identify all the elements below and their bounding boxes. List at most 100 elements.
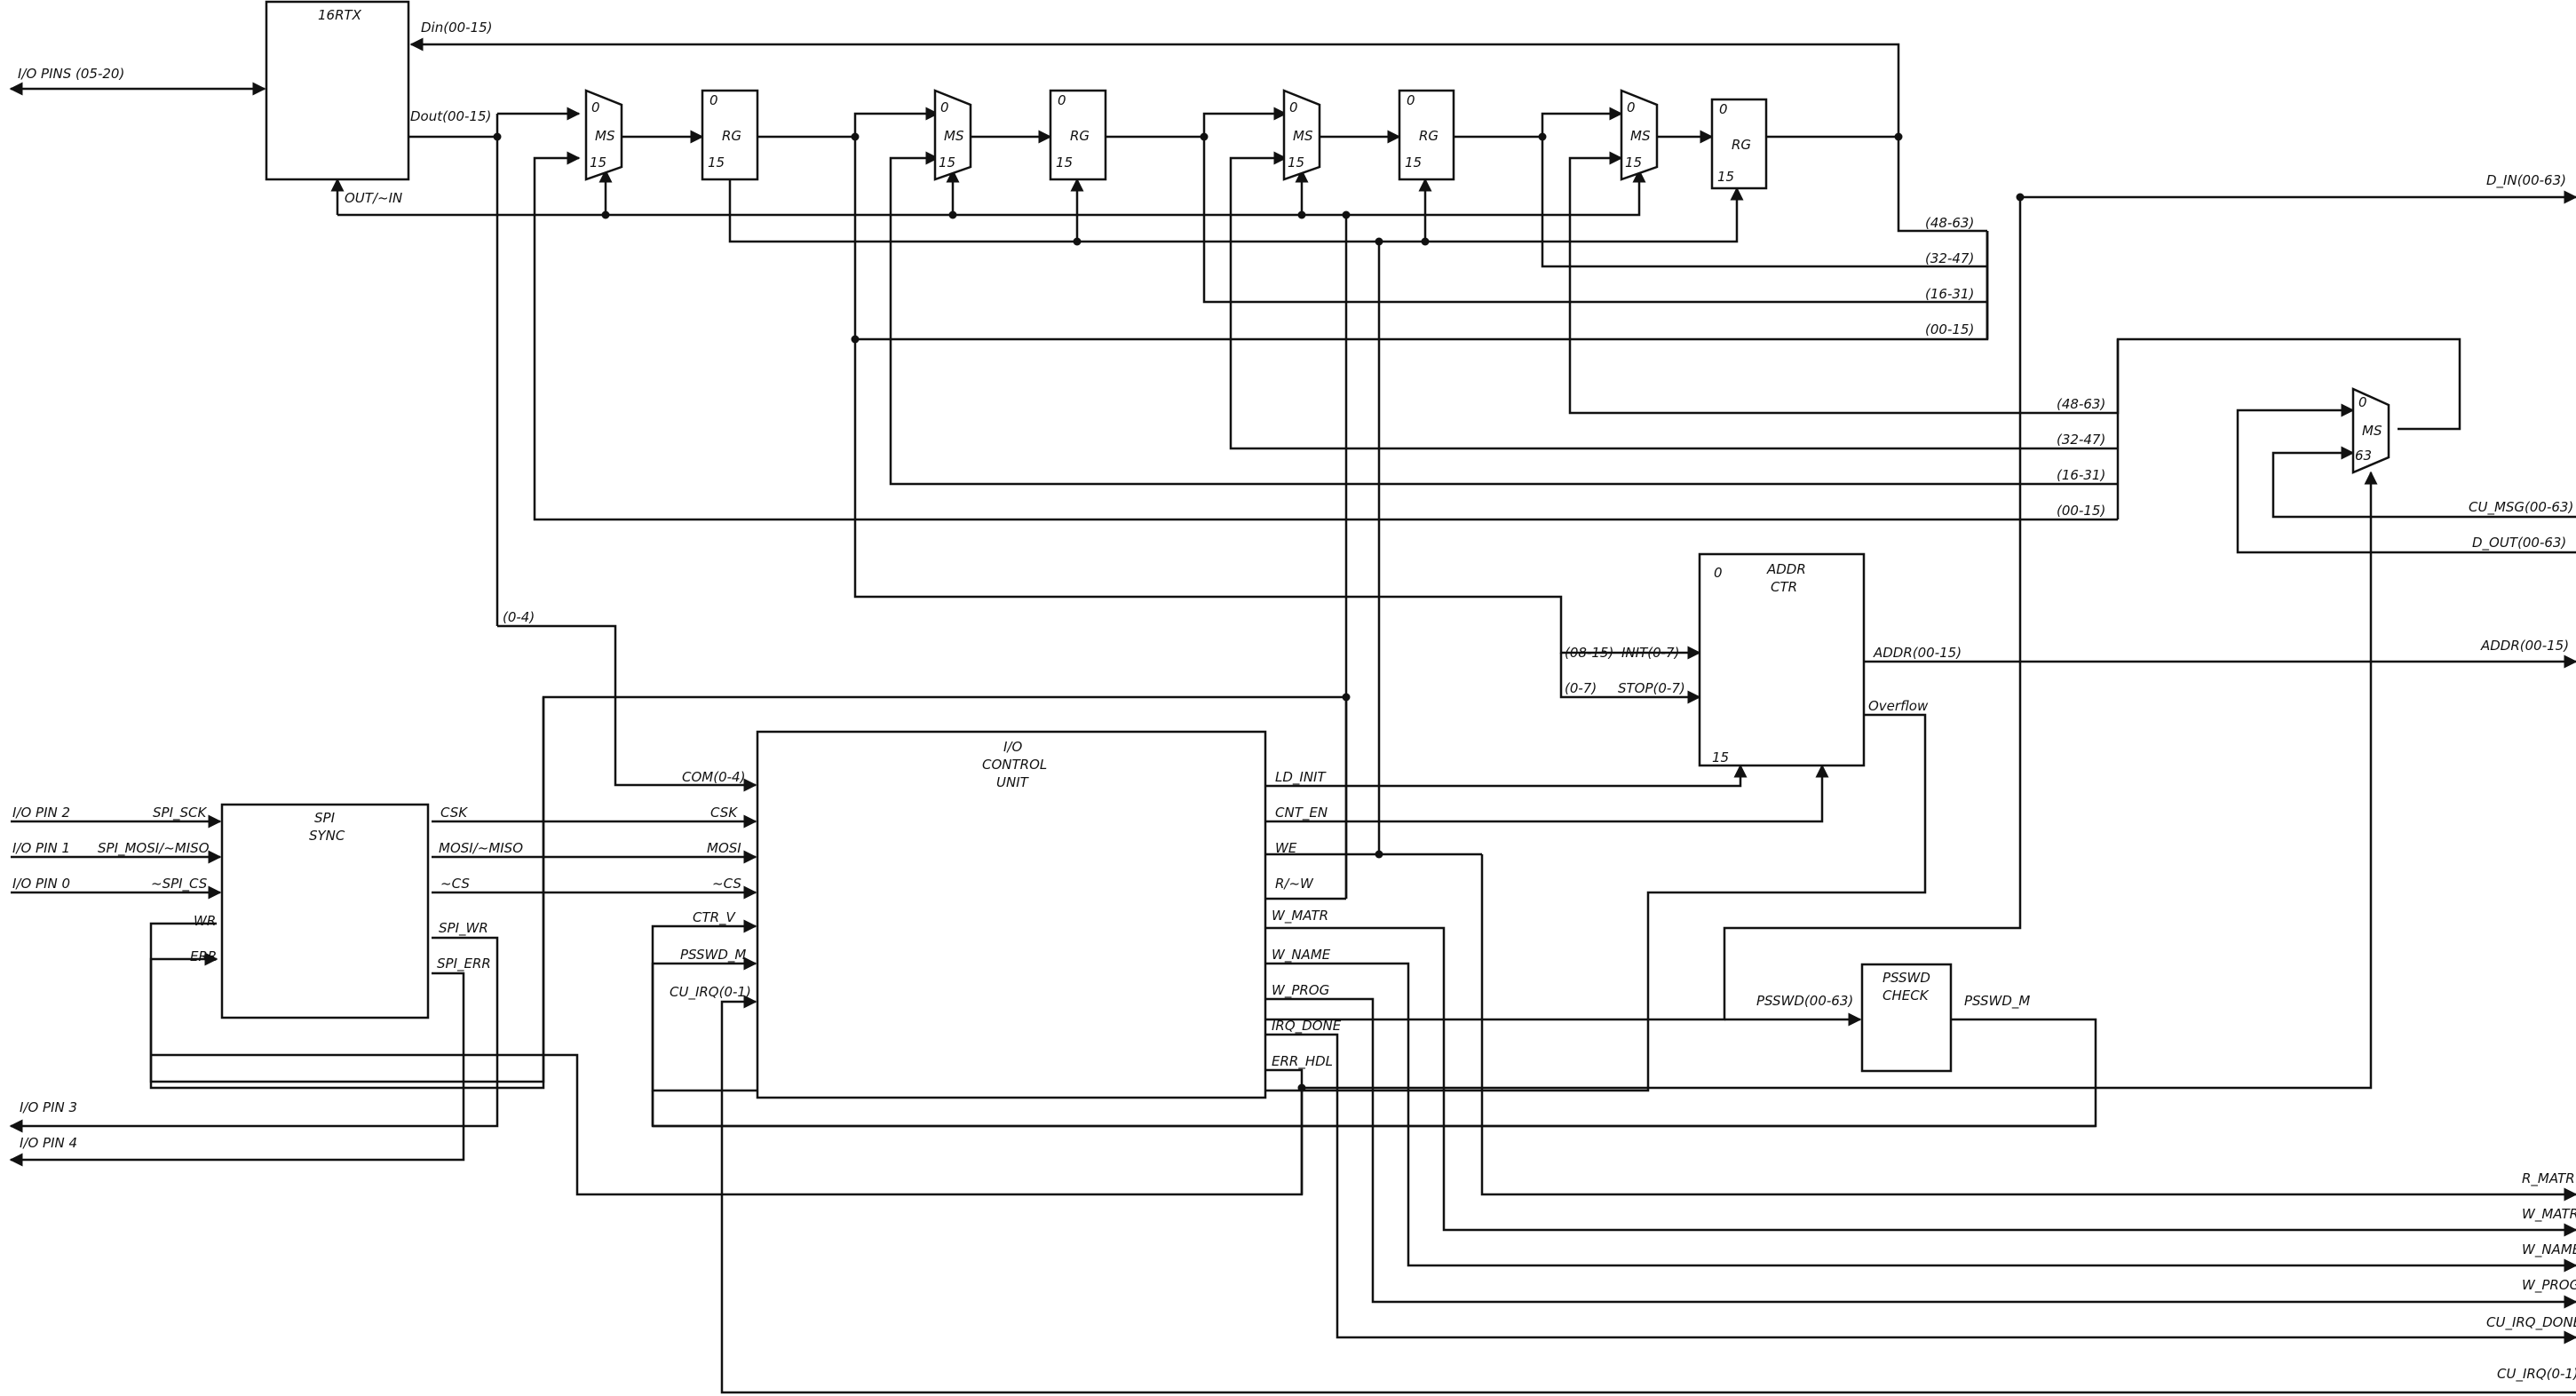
spi-sync-title-1: SPI — [314, 810, 336, 826]
iocu-out-wname: W_NAME — [1272, 947, 1331, 964]
bus-stop-label: (0-7) — [1565, 680, 1597, 696]
addr-ctr-title-1: ADDR — [1766, 561, 1806, 577]
mux-out-in0: 0 — [2358, 394, 2367, 410]
reg-4-label: RG — [1732, 137, 1751, 153]
spi-in-mosi: SPI_MOSI/~MISO — [98, 840, 210, 857]
spi-out-err: SPI_ERR — [437, 956, 491, 972]
mux-4-in0: 0 — [1627, 99, 1636, 115]
io-pin-1-label: I/O PIN 1 — [12, 840, 70, 856]
spi-in-wr: WR — [194, 913, 216, 929]
mux-3-in0: 0 — [1289, 99, 1298, 115]
spi-sync-title-2: SYNC — [309, 828, 345, 844]
mux-4: 0 MS 15 — [1620, 89, 1659, 181]
io-control-unit-block: I/O CONTROL UNIT COM(0-4) CSK MOSI ~CS C… — [670, 730, 1342, 1099]
wires — [9, 37, 2576, 1394]
out-cu-irq-label: CU_IRQ(0-1) — [2497, 1366, 2576, 1383]
bus-out-32-label: (32-47) — [2057, 432, 2105, 448]
mux-out: 0 MS 63 — [2351, 387, 2390, 474]
mux-out-label: MS — [2362, 423, 2382, 439]
rtx-dir-label: OUT/~IN — [345, 190, 402, 206]
addr-ctr-init-label: INIT(0-7) — [1621, 645, 1679, 661]
rtx-din-label: Din(00-15) — [421, 20, 493, 36]
iocu-out-cnt: CNT_EN — [1275, 805, 1328, 821]
out-addr-label: ADDR(00-15) — [2480, 638, 2569, 654]
rtx-block: 16RTX Din(00-15) Dout(00-15) OUT/~IN — [265, 0, 493, 206]
iocu-in-csk: CSK — [710, 805, 738, 821]
spi-out-cs: ~CS — [440, 876, 470, 892]
mux-3: 0 MS 15 — [1282, 89, 1321, 181]
iocu-title-1: I/O — [1003, 739, 1022, 755]
out-cu-msg-label: CU_MSG(00-63) — [2469, 499, 2573, 516]
psswd-title-1: PSSWD — [1882, 970, 1930, 986]
iocu-in-ctr: CTR_V — [693, 909, 737, 926]
out-d-in-label: D_IN(00-63) — [2486, 172, 2566, 189]
bus-in-48-label: (48-63) — [1925, 215, 1974, 231]
mux-2-in1: 15 — [939, 155, 955, 171]
spi-sync-block: SPI SYNC SPI_SCK SPI_MOSI/~MISO ~SPI_CS … — [98, 803, 523, 1019]
spi-in-err: ERR — [190, 948, 217, 964]
iocu-in-mosi: MOSI — [707, 840, 741, 856]
reg-4: 0 RG 15 — [1710, 98, 1768, 190]
bus-in-00-label: (00-15) — [1925, 321, 1974, 337]
addr-ctr-overflow-label: Overflow — [1868, 698, 1929, 714]
iocu-out-irqdone: IRQ_DONE — [1272, 1018, 1342, 1035]
out-w-prog-label: W_PROG — [2522, 1277, 2576, 1294]
iocu-title-3: UNIT — [996, 774, 1030, 790]
mux-1-in1: 15 — [590, 155, 606, 171]
mux-1: 0 MS 15 — [584, 89, 623, 181]
reg-2-top: 0 — [1058, 92, 1066, 108]
bus-out-16-label: (16-31) — [2057, 467, 2105, 483]
mux-out-in1: 63 — [2355, 448, 2372, 464]
reg-1-bottom: 15 — [708, 155, 725, 171]
spi-out-mosi: MOSI/~MISO — [439, 840, 523, 856]
mux-4-label: MS — [1630, 128, 1651, 144]
rtx-dout-label: Dout(00-15) — [410, 108, 491, 124]
reg-1-label: RG — [722, 128, 741, 144]
junctions — [493, 132, 2025, 1092]
iocu-out-we: WE — [1275, 840, 1297, 856]
bus-in-32-label: (32-47) — [1925, 250, 1974, 266]
reg-4-top: 0 — [1719, 101, 1728, 117]
bus-com-label: (0-4) — [503, 609, 535, 625]
spi-in-sck: SPI_SCK — [153, 805, 207, 821]
reg-3: 0 RG 15 — [1398, 89, 1455, 181]
rtx-title: 16RTX — [318, 7, 362, 23]
io-pin-4-label: I/O PIN 4 — [20, 1135, 77, 1151]
reg-1: 0 RG 15 — [701, 89, 759, 181]
addr-ctr-top: 0 — [1714, 565, 1723, 581]
out-cu-irq-done-label: CU_IRQ_DONE — [2486, 1314, 2576, 1331]
io-pin-2-label: I/O PIN 2 — [12, 805, 70, 821]
mux-2: 0 MS 15 — [933, 89, 972, 181]
bus-out-00-label: (00-15) — [2057, 503, 2105, 519]
psswd-title-2: CHECK — [1882, 988, 1930, 1003]
psswd-check-block: PSSWD CHECK PSSWD(00-63) PSSWD_M — [1756, 963, 2030, 1073]
bus-in-16-label: (16-31) — [1925, 286, 1974, 302]
iocu-out-wmatr: W_MATR — [1272, 908, 1328, 924]
out-r-matr-label: R_MATR — [2522, 1170, 2575, 1187]
reg-3-bottom: 15 — [1405, 155, 1422, 171]
output-labels: D_IN(00-63) CU_MSG(00-63) D_OUT(00-63) A… — [2469, 172, 2576, 1383]
addr-ctr-bottom: 15 — [1712, 750, 1729, 765]
mux-3-label: MS — [1293, 128, 1313, 144]
reg-1-top: 0 — [709, 92, 718, 108]
iocu-out-ld: LD_INIT — [1275, 769, 1327, 786]
mux-1-label: MS — [595, 128, 615, 144]
reg-2-bottom: 15 — [1056, 155, 1073, 171]
mux-2-in0: 0 — [940, 99, 949, 115]
pin-labels: I/O PINS (05-20) I/O PIN 2 I/O PIN 1 I/O… — [12, 66, 124, 1151]
io-pin-0-label: I/O PIN 0 — [12, 876, 70, 892]
spi-out-wr: SPI_WR — [439, 920, 488, 937]
iocu-in-irq: CU_IRQ(0-1) — [670, 984, 751, 1001]
addr-ctr-title-2: CTR — [1771, 579, 1797, 595]
psswd-out-label: PSSWD_M — [1964, 993, 2030, 1010]
iocu-title-2: CONTROL — [982, 757, 1047, 773]
iocu-out-rw: R/~W — [1275, 876, 1314, 892]
mux-2-label: MS — [944, 128, 964, 144]
out-d-out-label: D_OUT(00-63) — [2472, 535, 2566, 551]
reg-2: 0 RG 15 — [1049, 89, 1107, 181]
psswd-in-label: PSSWD(00-63) — [1756, 993, 1853, 1009]
spi-out-csk: CSK — [440, 805, 468, 821]
addr-ctr-addr-label: ADDR(00-15) — [1873, 645, 1962, 661]
mux-3-in1: 15 — [1288, 155, 1304, 171]
